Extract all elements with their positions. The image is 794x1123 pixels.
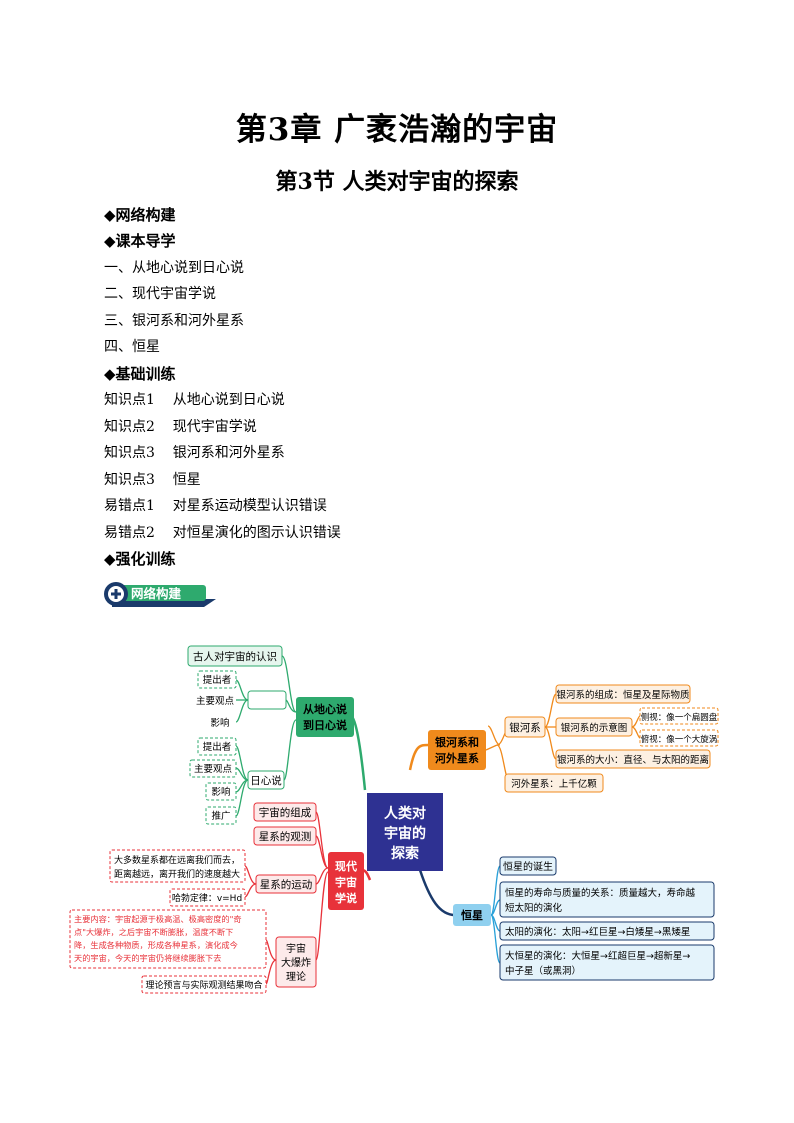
node-label: 点"大爆炸，之后宇宙不断膨胀，温度不断下 xyxy=(74,927,233,937)
node-label: 古人对宇宙的认识 xyxy=(193,650,277,663)
node-label: 哈勃定律：v=Hd xyxy=(172,892,242,904)
leaf-node xyxy=(205,782,237,801)
leaf-node xyxy=(205,806,237,825)
node-label: 恒星的诞生 xyxy=(503,860,553,873)
milky-way-size-node xyxy=(555,749,711,769)
hubble-law-node xyxy=(169,888,246,907)
geo-helio-node xyxy=(296,697,354,737)
node-label: 短太阳的演化 xyxy=(505,902,563,914)
toc-item: 一、从地心说到日心说 xyxy=(104,260,244,276)
toc-item: 知识点3 恒星 xyxy=(104,472,201,488)
node-label: 影响 xyxy=(210,717,229,729)
chapter-title: 第3章 广袤浩瀚的宇宙 xyxy=(235,112,559,148)
node-label: 俯视：像一个大旋涡 xyxy=(641,734,718,745)
toc-item: 知识点2 现代宇宙学说 xyxy=(104,419,257,435)
toc-item: 二、现代宇宙学说 xyxy=(104,286,216,302)
galaxy-observation-node xyxy=(253,826,317,846)
top-view-node xyxy=(639,729,719,747)
node-label: 影响 xyxy=(211,786,230,798)
toc-item: 四、恒星 xyxy=(104,339,160,355)
toc-item: 知识点1 从地心说到日心说 xyxy=(104,392,285,408)
node-label: 推广 xyxy=(211,810,230,822)
toc-item: 易错点1 对星系运动模型认识错误 xyxy=(104,498,327,514)
star-lifetime-node xyxy=(499,881,715,918)
galaxy-motion-node xyxy=(255,874,317,894)
big-bang-note xyxy=(69,909,267,969)
center-line: 宇宙的 xyxy=(384,825,426,842)
node-label: 大爆炸 xyxy=(281,956,311,969)
node-label: 银河系的大小：直径、与太阳的距离 xyxy=(557,754,709,766)
node-label: 银河系 xyxy=(509,721,541,734)
toc-item: 易错点2 对恒星演化的图示认识错误 xyxy=(104,525,341,541)
node-label: 理论预言与实际观测结果吻合 xyxy=(145,979,262,991)
node-label: 银河系的示意图 xyxy=(561,722,628,734)
node-label: 侧视：像一个扁圆盘 xyxy=(641,712,718,723)
toc-item: 三、银河系和河外星系 xyxy=(104,313,244,329)
node-label: 到日心说 xyxy=(303,718,347,732)
milky-way-composition-node xyxy=(555,684,691,704)
side-view-node xyxy=(639,707,719,725)
node-label: 主要观点 xyxy=(196,695,235,707)
node-label: 河外星系 xyxy=(435,751,479,765)
node-label: 恒星 xyxy=(461,908,483,922)
node-label: 银河系的组成：恒星及星际物质 xyxy=(556,689,690,701)
big-star-evolution-node xyxy=(499,944,715,981)
big-bang-verify-node xyxy=(141,975,267,994)
center-node xyxy=(367,793,443,871)
center-line: 探索 xyxy=(391,845,419,862)
toc-item: ◆课本导学 xyxy=(104,232,176,250)
network-badge: 网络构建 xyxy=(104,582,216,607)
toc-item: ◆强化训练 xyxy=(104,550,176,568)
node-label: 提出者 xyxy=(203,741,232,753)
toc-item: ◆网络构建 xyxy=(104,206,176,224)
big-bang-node xyxy=(275,936,317,988)
leaf-node xyxy=(197,737,237,756)
node-label: 天的宇宙，今天的宇宙仍将继续膨胀下去 xyxy=(74,953,221,963)
node-label: 主要内容：宇宙起源于极高温、极高密度的"奇 xyxy=(74,914,242,924)
node-label: 宇宙 xyxy=(335,875,357,889)
node-label: 大恒星的演化：大恒星→红超巨星→超新星→ xyxy=(505,950,690,962)
geocentric-node xyxy=(247,690,287,710)
leaf-node xyxy=(197,670,237,689)
node-label: 宇宙的组成 xyxy=(259,806,312,819)
node-label: 星系的运动 xyxy=(260,878,313,891)
plus-circle-icon xyxy=(111,589,121,599)
node-label: 中子星（或黑洞） xyxy=(505,965,581,977)
heliocentric-node xyxy=(247,770,285,790)
node-label: 日心说 xyxy=(250,774,282,787)
sun-evolution-node xyxy=(499,921,715,941)
center-line: 人类对 xyxy=(384,805,426,822)
milky-way-sub-node xyxy=(504,716,546,738)
leaf-node xyxy=(189,759,237,778)
node-label: 宇宙 xyxy=(286,942,306,955)
node-label: 提出者 xyxy=(203,674,232,686)
stars-node xyxy=(453,904,491,926)
badge-label: 网络构建 xyxy=(131,586,182,601)
node-label: 星系的观测 xyxy=(259,830,312,843)
milky-way-diagram-node xyxy=(555,717,633,737)
node-label: 距离越远，离开我们的速度越大 xyxy=(114,868,240,880)
node-label: 主要观点 xyxy=(194,763,233,775)
ancient-view-node xyxy=(187,645,283,667)
galaxy-motion-note xyxy=(109,849,246,883)
node-label: 恒星的寿命与质量的关系：质量越大，寿命越 xyxy=(505,887,696,899)
toc-item: 知识点3 银河系和河外星系 xyxy=(104,445,285,461)
modern-cosmology-node xyxy=(328,852,364,910)
node-label: 太阳的演化：太阳→红巨星→白矮星→黑矮星 xyxy=(505,926,690,938)
node-label: 理论 xyxy=(286,970,306,983)
node-label: 河外星系：上千亿颗 xyxy=(511,778,597,790)
toc-item: ◆基础训练 xyxy=(104,365,176,383)
section-title: 第3节 人类对宇宙的探索 xyxy=(275,169,519,195)
node-label: 大多数星系都在远离我们而去， xyxy=(114,854,240,866)
milky-way-node xyxy=(428,730,486,770)
extragalactic-node xyxy=(504,773,604,793)
star-birth-node xyxy=(499,856,557,876)
node-label: 现代 xyxy=(335,859,357,873)
node-label: 银河系和 xyxy=(435,735,479,749)
cosmos-composition-node xyxy=(253,802,317,822)
node-label: 从地心说 xyxy=(303,702,347,716)
node-label: 降，生成各种物质，形成各种星系，演化成今 xyxy=(74,940,238,950)
node-label: 学说 xyxy=(335,891,357,905)
